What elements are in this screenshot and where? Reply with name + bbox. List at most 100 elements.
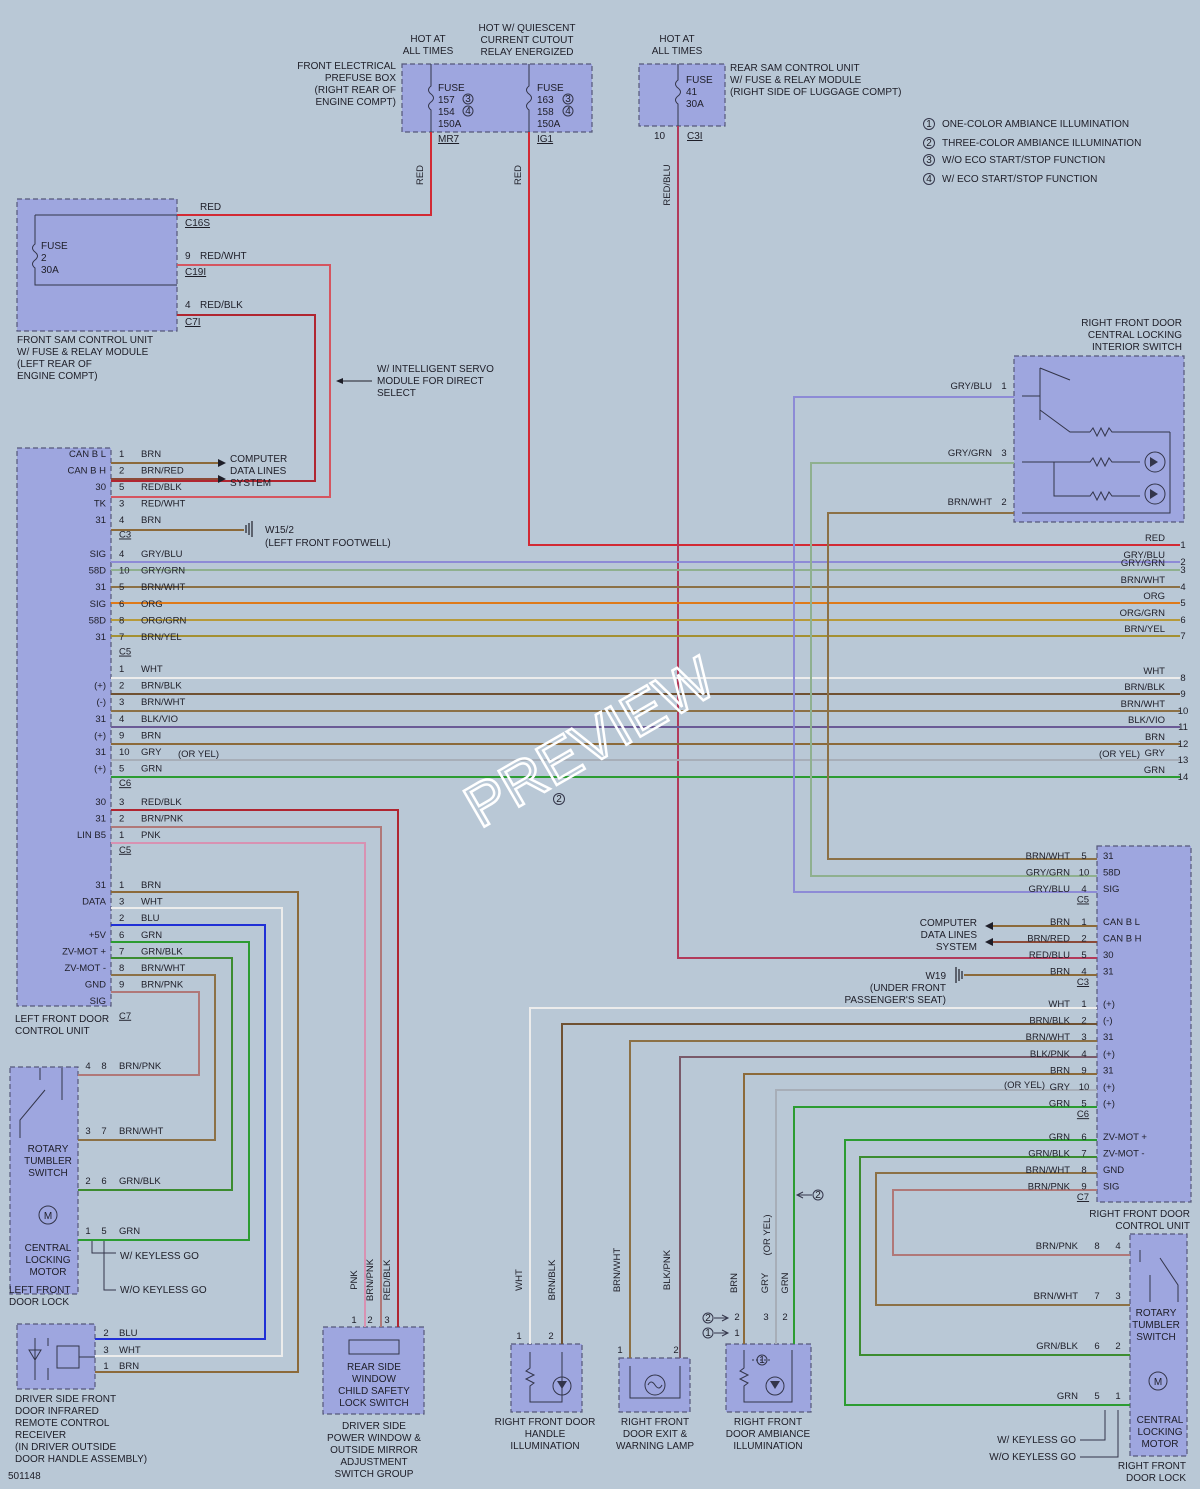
connector-ig1: IG1: [537, 134, 554, 145]
right-rotary-l3: SWITCH: [1136, 1332, 1175, 1343]
ambiance-pin-1: 1: [734, 1328, 739, 1339]
ir-label-4: RECEIVER: [15, 1430, 66, 1441]
w19-location-1: (UNDER FRONT: [870, 983, 946, 994]
left-lock-color-3: GRN: [119, 1226, 140, 1237]
left-front-door-control-unit: LEFT FRONT DOOR CONTROL UNIT: [15, 447, 112, 1037]
lfdcu-c5a-pin-0: 4: [119, 549, 124, 560]
ir-label-5: (IN DRIVER OUTSIDE: [15, 1442, 116, 1453]
rfdcu-c7-color-2: BRN/WHT: [1026, 1165, 1071, 1176]
lfdcu-c3-sig-4: 31: [95, 515, 106, 526]
bus-right-num-6: 6: [1180, 615, 1185, 626]
bus-right-num-14: 14: [1178, 772, 1189, 783]
note-3-marker-b-num: 3: [565, 94, 571, 105]
rfdcu-c6-sig-2: 31: [1103, 1032, 1114, 1043]
lfdcu-c7-pin-5: 8: [119, 963, 124, 974]
front-sam-label-2: W/ FUSE & RELAY MODULE: [17, 347, 149, 358]
handle-wire-label-1: BRN/BLK: [547, 1259, 558, 1300]
left-lock-pin-b-3: 5: [101, 1226, 106, 1237]
lfdcu-c5a-color-5: BRN/YEL: [141, 632, 182, 643]
rfdcu-c6-color-4: BRN: [1050, 1065, 1070, 1076]
rfdcu-c5-color-1: GRY/GRN: [1026, 868, 1070, 879]
power-supply-labels: HOT AT ALL TIMES HOT W/ QUIESCENT CURREN…: [403, 23, 703, 58]
rfdcu-c3-sig-3: 31: [1103, 967, 1114, 978]
servo-note-2: MODULE FOR DIRECT: [377, 376, 484, 387]
rfdcu-c5-sig-0: 31: [1103, 851, 1114, 862]
bus-right-color-13: GRY: [1145, 748, 1166, 759]
ambiance-wire-label-2: GRN: [780, 1272, 791, 1293]
rfd-switch-label-3: INTERIOR SWITCH: [1092, 342, 1182, 353]
rfdcu-c6-color-6: GRN: [1049, 1099, 1070, 1110]
lfdcu-c6-pin-0: 1: [119, 664, 124, 675]
fuse-163-symbol: [526, 64, 532, 132]
note-4-marker: [462, 105, 474, 117]
rfd-switch-label-1: RIGHT FRONT DOOR: [1081, 318, 1182, 329]
lfdcu-c6-color-3: BLK/VIO: [141, 714, 178, 725]
rfdcu-c5-sig-2: SIG: [1103, 884, 1119, 895]
wire-rsw-brnwht: [827, 512, 1097, 860]
fuse-157-symbol: [428, 64, 434, 132]
wire-label-red-1: RED: [415, 165, 426, 185]
lfdcu-c6-pin-5: 10: [119, 747, 130, 758]
ground-w15-icon: [245, 521, 253, 537]
left-lock-pin-a-0: 4: [85, 1061, 90, 1072]
connector-c3i: C3I: [687, 131, 703, 142]
rfdcu-c7-pin-1: 7: [1081, 1149, 1086, 1160]
bus-right-color-6: ORG/GRN: [1120, 608, 1166, 619]
lfdcu-c6-sig-5: 31: [95, 747, 106, 758]
lfdcu-c7-color-6: BRN/PNK: [141, 980, 184, 991]
right-keyless-leader-1: [1080, 1410, 1106, 1441]
exit-lamp-wiring: [629, 1366, 681, 1399]
exit-wire-label-1: BLK/PNK: [662, 1249, 673, 1290]
ambiance-pin-0: 2: [734, 1312, 739, 1323]
left-lock-pin-b-1: 7: [101, 1126, 106, 1137]
bus-right-num-11: 11: [1178, 722, 1188, 733]
right-lock-pin-a-0: 8: [1094, 1241, 1099, 1252]
note-marker-3: [923, 154, 935, 166]
ir-remote-receiver: DRIVER SIDE FRONT DOOR INFRARED REMOTE C…: [15, 1323, 147, 1465]
ambiance-note1-marker: [702, 1327, 714, 1339]
front-sam-body: [16, 198, 178, 332]
rfdcu-c7-sig-0: ZV-MOT +: [1103, 1132, 1147, 1143]
rfd-switch-contacts: [1022, 367, 1090, 433]
switch-inner-3: CHILD SAFETY: [338, 1386, 410, 1397]
wire-rc6-gry: [775, 1089, 1097, 1344]
note-text-1: ONE-COLOR AMBIANCE ILLUMINATION: [942, 119, 1129, 130]
bus-right-color-1: RED: [1145, 533, 1165, 544]
ambiance-led-glyph: [770, 1381, 780, 1389]
rfdcu-c7-pin-3: 9: [1081, 1182, 1086, 1193]
wire-rc6-brnblk: [561, 1023, 1097, 1344]
bus-right-num-9: 9: [1180, 689, 1185, 700]
lfdcu-c3-pin-4: 4: [119, 515, 124, 526]
rfdcu-c7-conn: C7: [1077, 1192, 1089, 1203]
rfd-switch-pin-1: 3: [1001, 448, 1006, 459]
front-sam-control-unit: FUSE 2 30A FRONT SAM CONTROL UNIT W/ FUS…: [16, 198, 247, 382]
rfdcu-c5-pin-2: 4: [1081, 884, 1086, 895]
rfdcu-c3-pin-0: 1: [1081, 917, 1086, 928]
switch-inner-4: LOCK SWITCH: [339, 1398, 408, 1409]
lfdcu-c7-color-4: GRN/BLK: [141, 946, 183, 957]
connector-mr7: MR7: [438, 134, 460, 145]
right-lock-label-2: DOOR LOCK: [1126, 1473, 1186, 1484]
right-w-keyless: W/ KEYLESS GO: [997, 1435, 1076, 1446]
ground-w19-icon: [955, 967, 963, 983]
rfdcu-c7-color-0: GRN: [1049, 1132, 1070, 1143]
lfdcu-c5b-conn: C5: [119, 845, 131, 856]
note-num-1: 1: [926, 119, 932, 130]
hot-at-all-times-label-3: HOT AT: [659, 34, 694, 45]
lfdcu-c7-sig-3: +5V: [89, 930, 107, 941]
child-lock-switch-symbol: [348, 1339, 400, 1355]
lfdcu-c6-pin-3: 4: [119, 714, 124, 725]
handle-pin-0: 1: [516, 1331, 521, 1342]
rfdcu-c3-sig-1: CAN B H: [1103, 934, 1142, 945]
lfdcu-c3-pin-1: 2: [119, 466, 124, 477]
note-marker-1: [923, 118, 935, 130]
grn-note2-marker: [812, 1189, 824, 1201]
lfdcu-c6-color-6: GRN: [141, 764, 162, 775]
note-text-2: THREE-COLOR AMBIANCE ILLUMINATION: [942, 138, 1141, 149]
lfdcu-c3-sig-2: 30: [95, 482, 106, 493]
switch-wire-label-1: BRN/PNK: [365, 1258, 376, 1301]
note-marker-2: [923, 137, 935, 149]
ambiance-resistor: [738, 1350, 793, 1403]
bus-right-color-4: BRN/WHT: [1121, 575, 1166, 586]
